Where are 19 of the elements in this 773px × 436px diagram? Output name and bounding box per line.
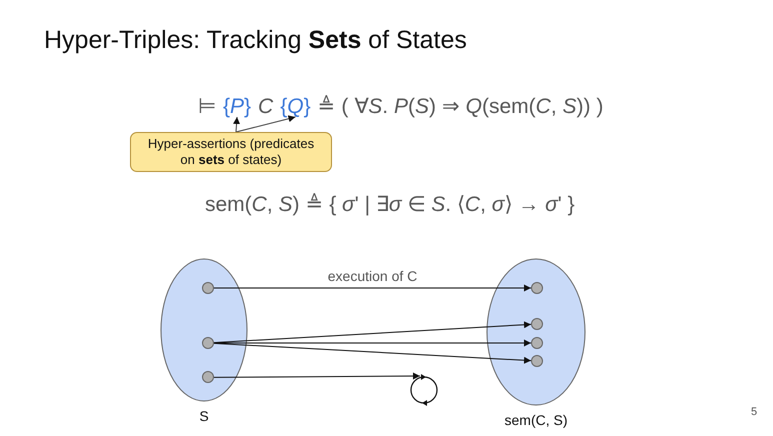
formula: ≜ ( ∀S. P(S) ⇒ Q(sem(C, S)) )	[318, 94, 604, 119]
edge-label: execution of C	[326, 268, 420, 284]
arrow	[233, 116, 240, 132]
set-label: sem(C, S)	[504, 412, 568, 428]
arrow	[214, 372, 420, 380]
formula: C	[258, 95, 274, 119]
assertion-term: {P}	[223, 95, 252, 119]
set-label: S	[198, 408, 210, 424]
arrow	[214, 342, 532, 364]
slide-title: Hyper-Triples: Tracking Sets of States	[44, 26, 467, 55]
assertion-term: {Q}	[280, 95, 311, 119]
arrow	[214, 284, 532, 292]
arrow	[214, 321, 532, 344]
formula: sem(C, S) ≜ { σ' | ∃σ ∈ S. ⟨C, σ⟩ → σ' }	[205, 192, 575, 217]
arrow	[236, 115, 296, 132]
arrow	[214, 340, 532, 346]
slide-number: 5	[751, 406, 758, 418]
callout-box: Hyper-assertions (predicates on sets of states)	[130, 132, 332, 172]
formula: ⊨	[198, 94, 216, 119]
